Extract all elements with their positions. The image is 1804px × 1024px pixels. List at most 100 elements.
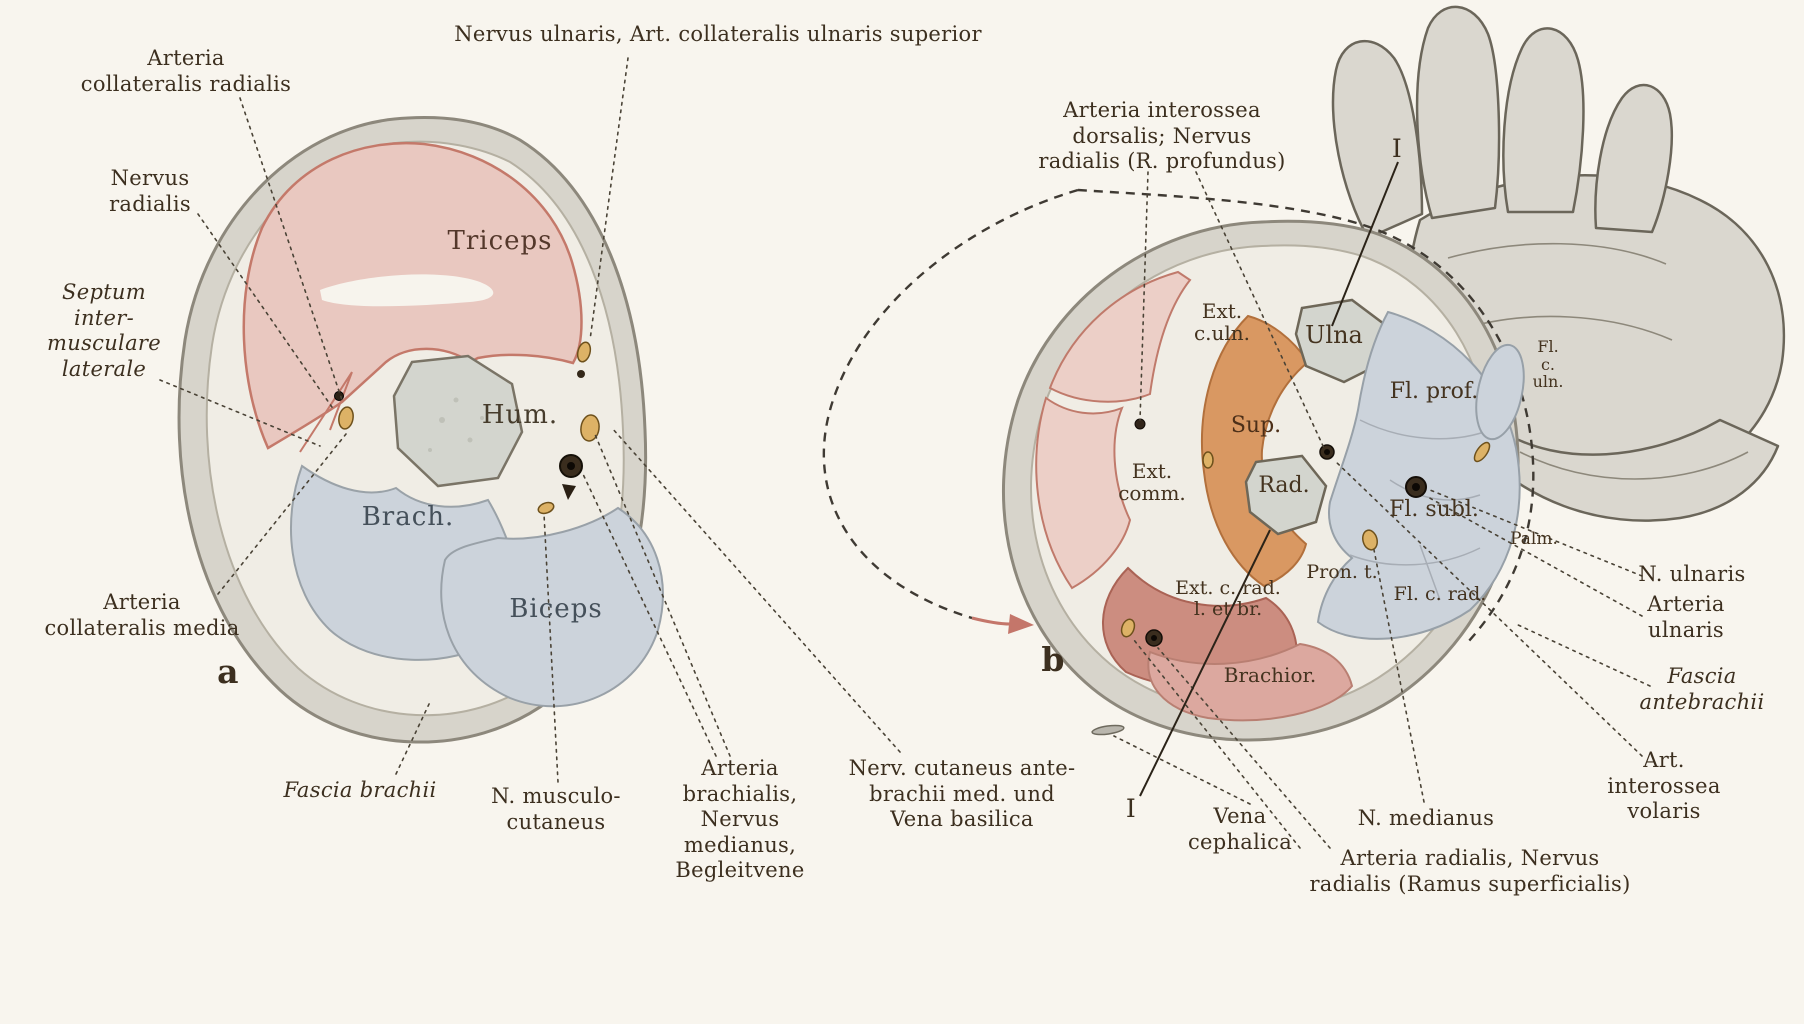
structure-label-supinator: Sup. [1230, 413, 1282, 438]
speckle [439, 417, 445, 423]
leader-fascia-antebrachii [1515, 623, 1651, 687]
humerus-bone [392, 354, 524, 488]
ulna-bone [1294, 298, 1386, 384]
index-line-I-top [1331, 161, 1399, 327]
structure-label-radius: Rad. [1258, 473, 1310, 498]
nerve-dot [576, 341, 592, 363]
label-nervus-radialis: Nervus radialis [109, 166, 191, 216]
section-a-vessels [334, 341, 600, 515]
section-b-vessels [1091, 418, 1491, 736]
leader-arteria-radialis-1 [1133, 639, 1301, 849]
structure-label-palm: Palm. [1510, 529, 1558, 549]
ext-communis-region [1035, 396, 1132, 590]
cephalic-vein-dot [1091, 724, 1125, 736]
structure-label-ext-comm: Ext. comm. [1118, 459, 1186, 505]
dashed-loop-left [822, 188, 1079, 620]
leader-nervus-ulnaris-top [589, 57, 629, 341]
arrow-shaft [971, 616, 1011, 626]
division-line [1359, 419, 1491, 440]
label-arteria-radialis-line: Arteria radialis, Nervus radialis (Ramus… [1309, 846, 1631, 896]
structure-label-brachialis: Brach. [361, 502, 455, 532]
leader-art-coll-radialis [239, 97, 343, 401]
label-numeral-I-bottom: I [1125, 794, 1137, 823]
label-septum-intermusculare: Septum inter- musculare laterale [47, 280, 161, 381]
section-b-cross-section [1002, 219, 1525, 742]
leader-musculocutaneus [543, 513, 559, 783]
leader-n-ulnaris [1429, 489, 1643, 577]
artery-dot [577, 370, 585, 378]
division-line [1389, 479, 1481, 501]
leader-nerv-cutaneus [611, 427, 901, 753]
brachioradialis-region [1147, 642, 1354, 722]
leader-nervus-radialis [197, 213, 335, 411]
structure-label-pron-t: Pron. t. [1306, 561, 1378, 583]
ulnar-artery-lumen [1412, 483, 1420, 491]
leader-vena-cephalica [1113, 735, 1251, 805]
label-nervus-ulnaris-superior: Nervus ulnaris, Art. collateralis ulnari… [454, 22, 982, 46]
index-line-I-bottom [1139, 529, 1271, 797]
label-section-letter-b: b [1041, 640, 1065, 679]
label-numeral-I-top: I [1391, 134, 1403, 163]
arrow-head [1008, 614, 1034, 634]
hand-middle-finger [1415, 5, 1501, 220]
radius-bone [1244, 454, 1328, 536]
hand-ring-finger [1502, 27, 1585, 214]
leader-interossea-dorsalis-2 [1195, 171, 1325, 449]
label-nerv-cutaneus-antebrachii: Nerv. cutaneus ante- brachii med. und Ve… [848, 756, 1076, 832]
label-n-ulnaris: N. ulnaris [1638, 562, 1746, 586]
label-vena-cephalica: Vena cephalica [1187, 804, 1293, 854]
section-a-cross-section [177, 116, 664, 744]
vein-dot [562, 484, 576, 500]
label-art-interossea-volaris: Art. interossea volaris [1607, 748, 1721, 824]
leader-n-medianus [1373, 549, 1425, 803]
radial-nerve-dot [338, 406, 354, 430]
structure-label-biceps: Biceps [509, 594, 603, 624]
dashed-course-lines [822, 188, 1535, 643]
structure-label-brachioradialis: Brachior. [1223, 663, 1317, 687]
septum-intermusculare-lines [299, 371, 353, 453]
label-section-letter-a: a [217, 652, 239, 691]
structure-label-fl-c-rad: Fl. c. rad. [1393, 583, 1487, 605]
hand-wrist-crease [1519, 451, 1749, 480]
flexor-mass-divisions [1349, 419, 1491, 601]
label-arteria-brachialis-group: Arteria brachialis, Nervus medianus, Beg… [675, 756, 805, 883]
hand-knuckle-crease [1447, 242, 1667, 265]
hand-index-finger [1331, 39, 1424, 240]
structure-label-ext-c-uln: Ext. c.uln. [1193, 299, 1251, 345]
dotted-leader-lines [159, 57, 1651, 849]
leader-art-brachialis-1 [581, 471, 717, 757]
interosseous-volar-lumen [1324, 449, 1330, 455]
nerve-dot [537, 501, 555, 515]
speckle [453, 397, 459, 403]
label-fascia-brachii: Fascia brachii [283, 778, 437, 802]
dashed-loop-arrow [971, 614, 1034, 634]
speckle [467, 437, 473, 443]
flexor-carpi-ulnaris-region [1475, 343, 1525, 441]
structure-label-fl-subl: Fl. subl. [1389, 497, 1479, 522]
label-arteria-collateralis-media: Arteria collateralis media [44, 590, 240, 640]
label-arteria-collateralis-radialis: Arteria collateralis radialis [80, 46, 292, 96]
speckle [480, 416, 484, 420]
leader-art-brachialis-2 [593, 431, 731, 757]
structure-label-humerus: Hum. [481, 400, 559, 430]
nerve-dot [580, 414, 600, 442]
solid-index-lines [1139, 161, 1399, 797]
leader-septum [159, 379, 321, 447]
biceps-region [440, 506, 664, 708]
structure-label-triceps: Triceps [447, 226, 553, 256]
structure-label-ext-c-rad: Ext. c. rad. l. et br. [1175, 577, 1281, 620]
flexor-mass-region [1316, 310, 1521, 640]
radial-artery-lumen [1151, 635, 1157, 641]
brachial-artery-lumen [567, 462, 575, 470]
label-arteria-ulnaris: Arteria ulnaris [1647, 592, 1725, 642]
leader-fascia-brachii [395, 701, 431, 775]
label-fascia-antebrachii: Fascia antebrachii [1639, 664, 1765, 714]
median-nerve-dot [1362, 529, 1378, 551]
hand-little-finger [1594, 83, 1673, 234]
nerve-dot [1202, 451, 1214, 469]
structure-label-ulna: Ulna [1305, 321, 1363, 349]
division-line [1349, 547, 1481, 566]
ext-carpi-ulnaris-region [1048, 270, 1192, 403]
